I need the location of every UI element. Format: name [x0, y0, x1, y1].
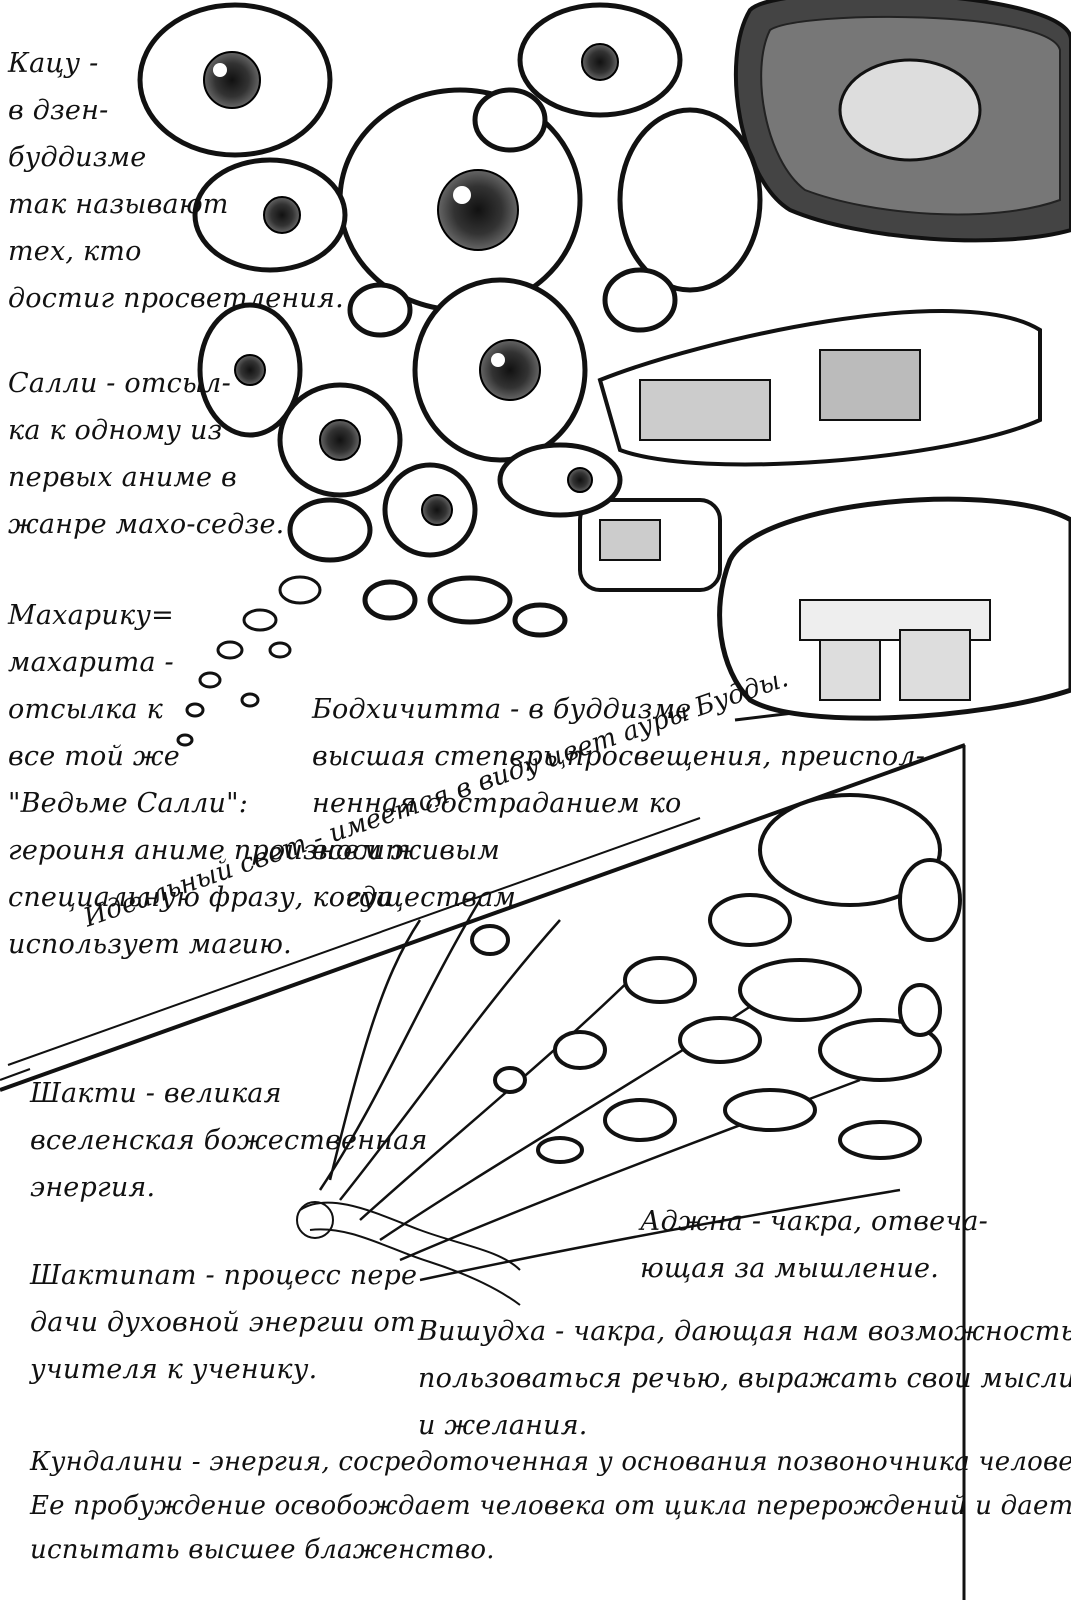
note-maharika: Махарику= махарита - отсылка к все той ж… — [8, 592, 411, 968]
note-shaktipat: Шактипат - процесс пере дачи духовной эн… — [30, 1252, 417, 1393]
note-line: специальную фразу, когда — [8, 882, 393, 913]
note-line: тех, кто — [8, 236, 142, 267]
note-line: Махарику= — [8, 600, 174, 631]
note-line: буддизме — [8, 142, 147, 173]
note-line: Кундалини - энергия, сосредоточенная у о… — [30, 1447, 1071, 1477]
note-line: первых аниме в — [8, 462, 237, 493]
note-ajna: Аджна - чакра, отвеча- ющая за мышление. — [640, 1198, 988, 1292]
note-line: ющая за мышление. — [640, 1253, 940, 1284]
note-line: все той же — [8, 741, 180, 772]
note-line: Аджна - чакра, отвеча- — [640, 1206, 988, 1237]
control-room-bubble — [733, 0, 1071, 243]
note-line: Кацу - — [8, 48, 99, 79]
operators-bubble — [717, 496, 1071, 721]
note-line: в дзен- — [8, 95, 109, 126]
note-line: махарита - — [8, 647, 174, 678]
figure-sketch — [296, 1201, 521, 1306]
note-line: Шакти - великая — [30, 1078, 282, 1109]
note-line: испытать высшее блаженство. — [30, 1535, 495, 1565]
note-line: Салли - отсыл- — [8, 368, 231, 399]
droplet-trail — [176, 575, 322, 747]
note-shakti: Шакти - великая вселенская божественная … — [30, 1070, 428, 1211]
note-line: ка к одному из — [8, 415, 223, 446]
note-line: Бодхичитта - в буддизме — [312, 694, 692, 725]
note-line: ненная состраданием ко — [312, 788, 682, 819]
note-vishuddha: Вишудха - чакра, дающая нам возможность … — [418, 1308, 1071, 1449]
note-line: пользоваться речью, выражать свои мысли — [418, 1363, 1071, 1394]
note-line: отсылка к — [8, 694, 163, 725]
note-line: всем живым — [312, 835, 500, 866]
console-panel — [578, 308, 1042, 592]
note-line: "Ведьме Салли": — [8, 788, 249, 819]
note-line: высшая степерь просвещения, преиспол- — [312, 741, 926, 772]
lower-bubbles — [470, 793, 962, 1164]
note-sally: Салли - отсыл- ка к одному из первых ани… — [8, 360, 284, 548]
note-line: и желания. — [418, 1410, 588, 1441]
note-bodhicitta: Бодхичитта - в буддизме высшая степерь п… — [312, 686, 925, 921]
note-line: использует магию. — [8, 929, 292, 960]
note-line: дачи духовной энергии от — [30, 1307, 416, 1338]
note-line: Шактипат - процесс пере — [30, 1260, 418, 1291]
note-line: вселенская божественная — [30, 1125, 428, 1156]
note-line: Вишудха - чакра, дающая нам возможность — [418, 1316, 1071, 1347]
note-line: сyществам — [346, 882, 517, 913]
note-line: энергия. — [30, 1172, 156, 1203]
note-line: учителя к ученику. — [30, 1354, 318, 1385]
note-kaku: Кацу - в дзен- буддизме так называют тех… — [8, 40, 344, 322]
note-line: жанре махо-седзе. — [8, 509, 285, 540]
note-line: Ее пробуждение освобождает человека от ц… — [30, 1491, 1071, 1521]
note-kundalini: Кундалини - энергия, сосредоточенная у о… — [30, 1440, 1071, 1572]
note-line: так называют — [8, 189, 229, 220]
note-line: героиня аниме произносит — [8, 835, 412, 866]
note-line: достиг просветления. — [8, 283, 344, 314]
